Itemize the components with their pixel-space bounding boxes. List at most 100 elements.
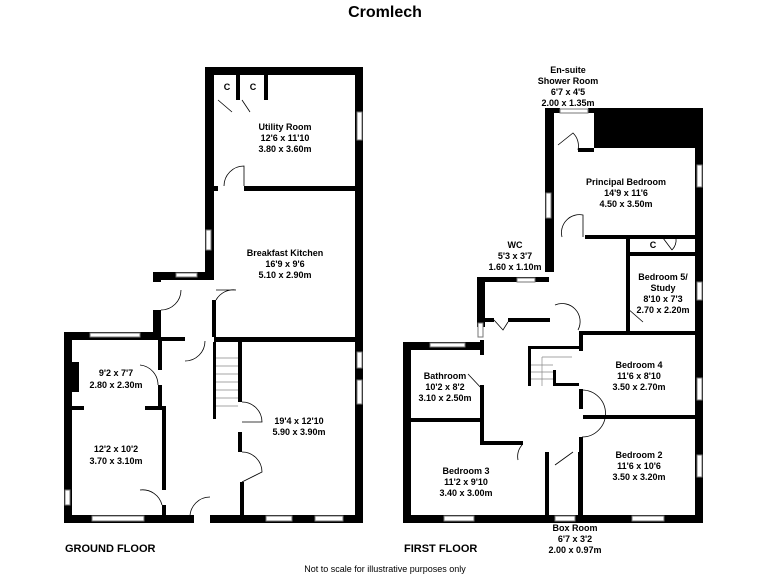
- door: [554, 451, 574, 466]
- room-label: 2.70 x 2.20m: [636, 305, 689, 315]
- wall: [477, 277, 485, 327]
- window: [175, 272, 198, 278]
- wall: [214, 337, 358, 342]
- wall: [205, 67, 360, 75]
- window: [696, 377, 703, 401]
- room-bathroom: Bathroom 10'2 x 8'2 3.10 x 2.50m: [418, 371, 471, 403]
- door: [626, 307, 644, 323]
- wall: [238, 342, 242, 402]
- room-label: Bedroom 5/: [638, 272, 688, 282]
- wall: [403, 515, 698, 523]
- door: [493, 319, 509, 331]
- door: [184, 340, 206, 362]
- wall: [145, 406, 165, 410]
- room-label: 6'7 x 4'5: [551, 87, 585, 97]
- wall: [553, 370, 556, 386]
- room-label: WC: [508, 240, 523, 250]
- window: [554, 515, 576, 522]
- window: [477, 322, 484, 338]
- room-utility: Utility Room 12'6 x 11'10 3.80 x 3.60m: [258, 122, 311, 154]
- window: [545, 192, 552, 219]
- wall: [205, 67, 214, 272]
- room-label: 5.90 x 3.90m: [272, 427, 325, 437]
- wall: [238, 432, 242, 452]
- window: [356, 351, 363, 369]
- room-label: 3.10 x 2.50m: [418, 393, 471, 403]
- first-floor-label: FIRST FLOOR: [404, 543, 477, 555]
- room-label: 5'3 x 3'7: [498, 251, 532, 261]
- door: [581, 389, 606, 438]
- plan-title: Cromlech: [348, 4, 422, 21]
- wall: [160, 337, 185, 341]
- room-label: En-suite: [550, 65, 586, 75]
- wall: [579, 331, 697, 335]
- first-floor-plan: C En-suite Shower Room 6'7 x 4'5 2.00 x …: [403, 65, 703, 555]
- wall: [508, 318, 550, 322]
- room-label: Shower Room: [538, 76, 599, 86]
- wall: [545, 108, 554, 272]
- wall: [480, 340, 484, 355]
- wall: [630, 252, 696, 256]
- room-label: Bedroom 4: [615, 360, 662, 370]
- room-label: 8'10 x 7'3: [643, 294, 682, 304]
- door: [561, 214, 584, 238]
- room-label: Bedroom 2: [615, 450, 662, 460]
- wall: [578, 148, 594, 152]
- wall: [212, 300, 216, 337]
- wall: [411, 418, 483, 422]
- wall: [553, 383, 579, 386]
- room-label: 4.50 x 3.50m: [599, 199, 652, 209]
- room-label: Bedroom 3: [442, 466, 489, 476]
- wall: [477, 277, 549, 282]
- door: [160, 289, 182, 311]
- ground-floor-plan: C C Utility Room 12'6 x 11'10 3.80 x 3.6…: [64, 67, 363, 555]
- wall: [72, 406, 84, 410]
- window: [356, 111, 363, 141]
- window: [314, 515, 344, 522]
- window: [696, 454, 703, 478]
- room-label: 2.00 x 1.35m: [541, 98, 594, 108]
- room-label: 3.50 x 2.70m: [612, 382, 665, 392]
- room-label: 3.50 x 3.20m: [612, 472, 665, 482]
- room-label: 14'9 x 11'6: [604, 188, 648, 198]
- room-label: 6'7 x 3'2: [558, 534, 592, 544]
- room-lounge: 19'4 x 12'10 5.90 x 3.90m: [272, 416, 325, 437]
- room-label: 12'2 x 10'2: [94, 444, 138, 454]
- window: [696, 164, 703, 188]
- room-box-room: Box Room 6'7 x 3'2 2.00 x 0.97m: [548, 523, 601, 555]
- door: [241, 401, 263, 423]
- room-label: 10'2 x 8'2: [425, 382, 464, 392]
- door: [517, 444, 523, 461]
- wall: [158, 385, 162, 410]
- window: [91, 515, 145, 522]
- wall: [264, 75, 268, 100]
- door: [139, 364, 159, 386]
- cupboard-door: [217, 99, 251, 113]
- window: [356, 379, 363, 405]
- wall: [64, 332, 72, 523]
- room-label: 3.70 x 3.10m: [89, 456, 142, 466]
- window: [429, 342, 466, 348]
- wall: [579, 331, 583, 351]
- room-label: 11'6 x 10'6: [617, 461, 661, 471]
- window: [205, 229, 212, 251]
- room-label: Study: [650, 283, 675, 293]
- wall: [162, 505, 166, 517]
- room-rear-left: 12'2 x 10'2 3.70 x 3.10m: [89, 444, 142, 466]
- wall: [626, 239, 630, 334]
- wall: [545, 452, 549, 518]
- door: [139, 489, 163, 506]
- cupboard-label: C: [250, 82, 257, 92]
- wall: [153, 310, 161, 340]
- door: [557, 132, 579, 151]
- room-front-left: 9'2 x 7'7 2.80 x 2.30m: [89, 368, 142, 390]
- window: [265, 515, 293, 522]
- wall: [579, 389, 583, 409]
- window: [443, 515, 475, 522]
- window: [559, 108, 589, 114]
- door: [223, 165, 245, 187]
- wall: [153, 272, 161, 282]
- room-label: 16'9 x 9'6: [265, 259, 304, 269]
- room-bedroom-3: Bedroom 3 11'2 x 9'10 3.40 x 3.00m: [439, 466, 492, 498]
- door: [554, 303, 581, 331]
